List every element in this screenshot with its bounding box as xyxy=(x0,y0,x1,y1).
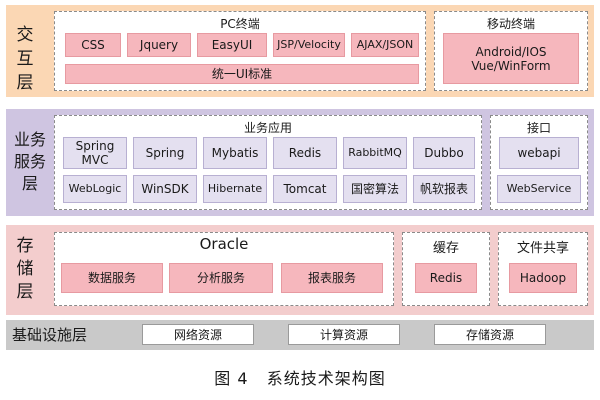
interface-title: 接口 xyxy=(526,121,551,135)
interface-group: 接口 webapi WebService xyxy=(490,115,588,210)
cache-title: 缓存 xyxy=(432,241,459,256)
mobile-terminal-title: 移动终端 xyxy=(486,17,535,31)
tech-jsp-velocity: JSP/Velocity xyxy=(273,33,345,57)
analysis-service: 分析服务 xyxy=(169,263,273,293)
cache-group: 缓存 Redis xyxy=(402,232,490,306)
tech-tomcat: Tomcat xyxy=(273,175,337,203)
business-applications-group: 业务应用 Spring MVC Spring Mybatis Redis Rab… xyxy=(54,115,482,210)
presentation-layer-label: 交互层 xyxy=(16,25,34,93)
unified-ui-standard: 统一UI标准 xyxy=(65,64,419,84)
tech-spring-mvc: Spring MVC xyxy=(63,137,127,169)
presentation-layer: 交互层 PC终端 CSS Jquery EasyUI JSP/Velocity … xyxy=(6,5,594,97)
infrastructure-layer: 基础设施层 网络资源 计算资源 存储资源 xyxy=(6,320,594,350)
tech-dubbo: Dubbo xyxy=(413,137,475,169)
pc-terminal-group: PC终端 CSS Jquery EasyUI JSP/Velocity AJAX… xyxy=(54,11,426,91)
business-applications-title: 业务应用 xyxy=(243,121,292,135)
mobile-terminal-group: 移动终端 Android/IOS Vue/WinForm xyxy=(434,11,588,91)
tech-rabbitmq: RabbitMQ xyxy=(343,137,407,169)
tech-redis: Redis xyxy=(273,137,337,169)
mobile-platforms: Android/IOS Vue/WinForm xyxy=(443,33,579,84)
tech-jquery: Jquery xyxy=(127,33,191,57)
tech-ajax-json: AJAX/JSON xyxy=(351,33,419,57)
storage-layer-label: 存储层 xyxy=(16,236,34,302)
business-layer-label: 业务服务层 xyxy=(14,130,47,193)
figure-caption: 图 4 系统技术架构图 xyxy=(214,369,386,388)
tech-webapi: webapi xyxy=(499,137,579,169)
infrastructure-layer-label: 基础设施层 xyxy=(12,326,88,344)
compute-resources: 计算资源 xyxy=(288,324,400,345)
storage-resources: 存储资源 xyxy=(434,324,546,345)
tech-webservice: WebService xyxy=(497,175,581,203)
network-resources: 网络资源 xyxy=(142,324,254,345)
tech-finereport: 帆软报表 xyxy=(413,175,475,203)
cache-redis: Redis xyxy=(415,263,477,293)
oracle-title: Oracle xyxy=(199,235,249,253)
report-service: 报表服务 xyxy=(281,263,383,293)
file-sharing-group: 文件共享 Hadoop xyxy=(498,232,588,306)
tech-easyui: EasyUI xyxy=(197,33,267,57)
tech-mybatis: Mybatis xyxy=(203,137,267,169)
file-sharing-title: 文件共享 xyxy=(516,241,569,256)
pc-terminal-title: PC终端 xyxy=(220,17,260,31)
data-service: 数据服务 xyxy=(61,263,163,293)
hadoop: Hadoop xyxy=(509,263,577,293)
storage-layer: 存储层 Oracle 数据服务 分析服务 报表服务 缓存 Redis 文件共享 … xyxy=(6,225,594,315)
tech-hibernate: Hibernate xyxy=(203,175,267,203)
tech-css: CSS xyxy=(65,33,121,57)
oracle-group: Oracle 数据服务 分析服务 报表服务 xyxy=(54,232,394,306)
tech-winsdk: WinSDK xyxy=(133,175,197,203)
tech-spring: Spring xyxy=(133,137,197,169)
tech-national-crypto: 国密算法 xyxy=(343,175,407,203)
business-service-layer: 业务服务层 业务应用 Spring MVC Spring Mybatis Red… xyxy=(6,109,594,216)
tech-weblogic: WebLogic xyxy=(63,175,127,203)
